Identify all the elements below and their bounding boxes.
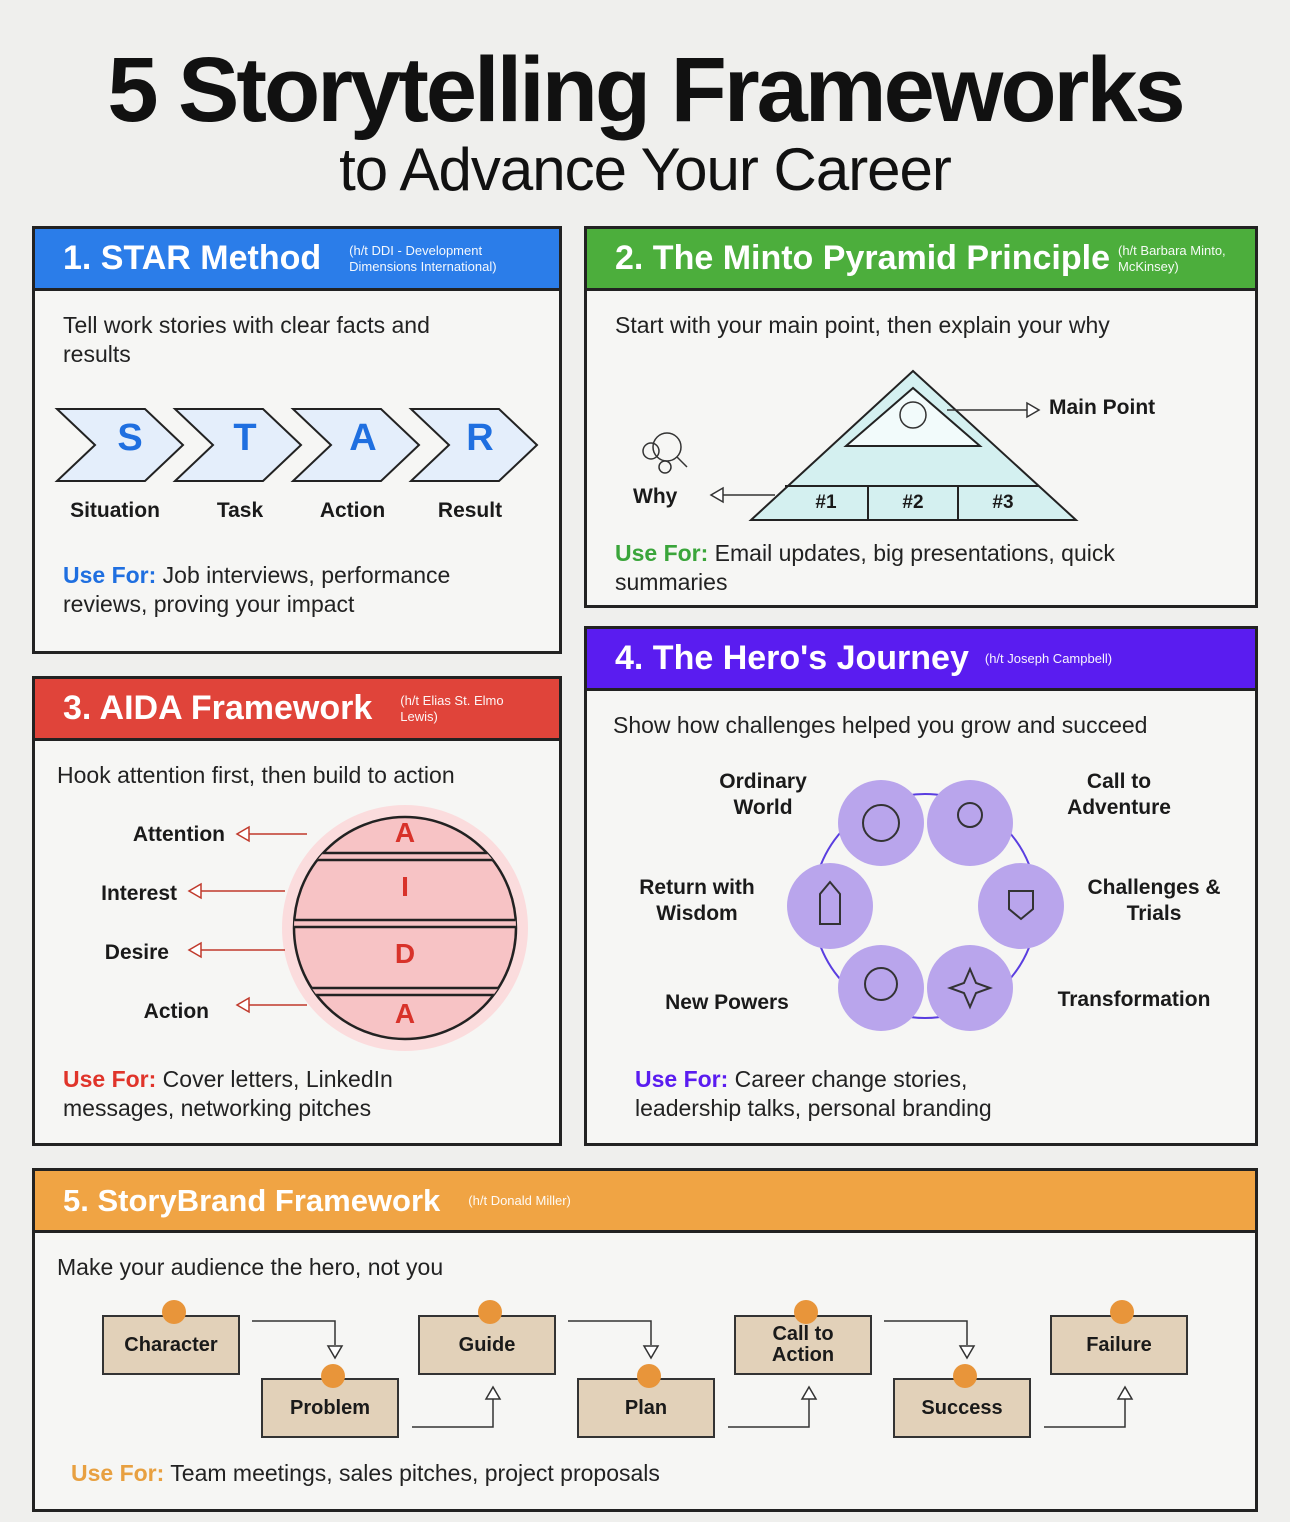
- hero-panel: 4. The Hero's Journey (h/t Joseph Campbe…: [584, 626, 1258, 1146]
- arrow-left-icon: [187, 941, 202, 959]
- hero-stage-label: New Powers: [665, 991, 789, 1014]
- star-description: Tell work stories with clear facts and r…: [63, 312, 430, 367]
- minto-title: 2. The Minto Pyramid Principle: [615, 239, 1110, 277]
- aida-letter: A: [394, 817, 416, 848]
- hero-stage-label: Challenges & Trials: [1087, 876, 1221, 925]
- page-title: 5 Storytelling Frameworks: [107, 39, 1185, 141]
- lightbulb-hand-icon: [927, 780, 1013, 866]
- hero-use-for: Use For: Career change stories, leadersh…: [635, 1066, 992, 1121]
- aida-letter: D: [394, 938, 416, 969]
- aida-title: 3. AIDA Framework: [63, 689, 373, 727]
- aida-header: 3. AIDA Framework (h/t Elias St. Elmo Le…: [35, 679, 559, 741]
- aida-label: Attention: [132, 823, 225, 846]
- arrow-left-icon: [235, 825, 250, 843]
- storybrand-header: 5. StoryBrand Framework (h/t Donald Mill…: [35, 1171, 1255, 1233]
- minto-num: #3: [992, 492, 1014, 513]
- minto-pyramid: [642, 369, 1079, 521]
- storybrand-panel: 5. StoryBrand Framework (h/t Donald Mill…: [32, 1168, 1258, 1512]
- star-label: Result: [437, 499, 503, 522]
- storybrand-step: Call to Action: [734, 1315, 872, 1375]
- minto-description: Start with your main point, then explain…: [615, 312, 1110, 338]
- chevron-a: [290, 408, 421, 482]
- lightbulb-head-icon: [899, 401, 927, 429]
- minto-panel: 2. The Minto Pyramid Principle (h/t Barb…: [584, 226, 1258, 608]
- aida-label: Action: [143, 1000, 209, 1023]
- star-chevrons: [54, 408, 539, 482]
- aida-letter: I: [401, 871, 409, 902]
- star-label: Task: [216, 499, 264, 522]
- star-letter: A: [349, 417, 377, 459]
- arrow-left-icon: [709, 486, 724, 504]
- star-label: Situation: [70, 499, 160, 522]
- star-credit: (h/t DDI - Development Dimensions Intern…: [349, 242, 497, 274]
- storybrand-step: Guide: [418, 1315, 556, 1375]
- hero-credit: (h/t Joseph Campbell): [984, 650, 1113, 666]
- chevron-t: [172, 408, 303, 482]
- minto-num: #2: [902, 492, 924, 513]
- star-letter: S: [117, 417, 143, 459]
- aida-label: Desire: [104, 941, 169, 964]
- hero-description: Show how challenges helped you grow and …: [613, 712, 1148, 738]
- minto-num: #1: [815, 492, 837, 513]
- storybrand-dots: [162, 1300, 1134, 1388]
- hero-cycle: [787, 780, 1064, 1031]
- star-header: 1. STAR Method (h/t DDI - Development Di…: [35, 229, 559, 291]
- storybrand-credit: (h/t Donald Miller): [468, 1192, 571, 1208]
- page-subtitle: to Advance Your Career: [339, 136, 952, 203]
- star-panel: 1. STAR Method (h/t DDI - Development Di…: [32, 226, 562, 654]
- aida-letter: A: [394, 998, 416, 1029]
- storybrand-description: Make your audience the hero, not you: [57, 1254, 444, 1280]
- upload-arrows-icon: [787, 863, 873, 949]
- aida-label: Interest: [101, 882, 177, 905]
- team-icon: [838, 780, 924, 866]
- aida-panel: 3. AIDA Framework (h/t Elias St. Elmo Le…: [32, 676, 562, 1146]
- aida-funnel: [187, 805, 528, 1051]
- arrow-left-icon: [235, 996, 250, 1014]
- minto-header: 2. The Minto Pyramid Principle (h/t Barb…: [587, 229, 1255, 291]
- storybrand-step: Plan: [577, 1378, 715, 1438]
- hero-header: 4. The Hero's Journey (h/t Joseph Campbe…: [587, 629, 1255, 691]
- minto-main-point: Main Point: [1049, 396, 1156, 419]
- arrow-right-icon: [1026, 401, 1041, 419]
- arrow-left-icon: [187, 882, 202, 900]
- aida-use-for: Use For: Cover letters, LinkedIn message…: [63, 1066, 393, 1121]
- hero-stage-label: Call to Adventure: [1067, 770, 1171, 819]
- chevron-r: [408, 408, 539, 482]
- star-letter: R: [466, 417, 494, 459]
- storybrand-connectors: [252, 1320, 1134, 1428]
- hero-stage-label: Ordinary World: [719, 770, 807, 819]
- aida-credit: (h/t Elias St. Elmo Lewis): [400, 692, 504, 724]
- star-use-for: Use For: Job interviews, performance rev…: [63, 562, 451, 617]
- chevron-s: [54, 408, 185, 482]
- hero-stage-label: Return with Wisdom: [639, 876, 755, 925]
- sparkles-icon: [927, 945, 1013, 1031]
- storybrand-title: 5. StoryBrand Framework: [63, 1182, 441, 1218]
- star-label: Action: [319, 499, 386, 522]
- gears-question-icon: [642, 432, 688, 474]
- minto-why: Why: [633, 485, 678, 508]
- star-title: 1. STAR Method: [63, 239, 322, 277]
- storybrand-use-for: Use For: Team meetings, sales pitches, p…: [71, 1460, 660, 1486]
- minto-credit: (h/t Barbara Minto, McKinsey): [1118, 242, 1226, 274]
- shield-hand-icon: [978, 863, 1064, 949]
- storybrand-step: Character: [102, 1315, 240, 1375]
- heart-head-icon: [838, 945, 924, 1031]
- minto-use-for: Use For: Email updates, big presentation…: [615, 540, 1115, 595]
- hero-stage-label: Transformation: [1057, 988, 1211, 1011]
- aida-description: Hook attention first, then build to acti…: [57, 762, 455, 788]
- star-letter: T: [233, 417, 257, 459]
- storybrand-step: Success: [893, 1378, 1031, 1438]
- hero-title: 4. The Hero's Journey: [615, 639, 969, 677]
